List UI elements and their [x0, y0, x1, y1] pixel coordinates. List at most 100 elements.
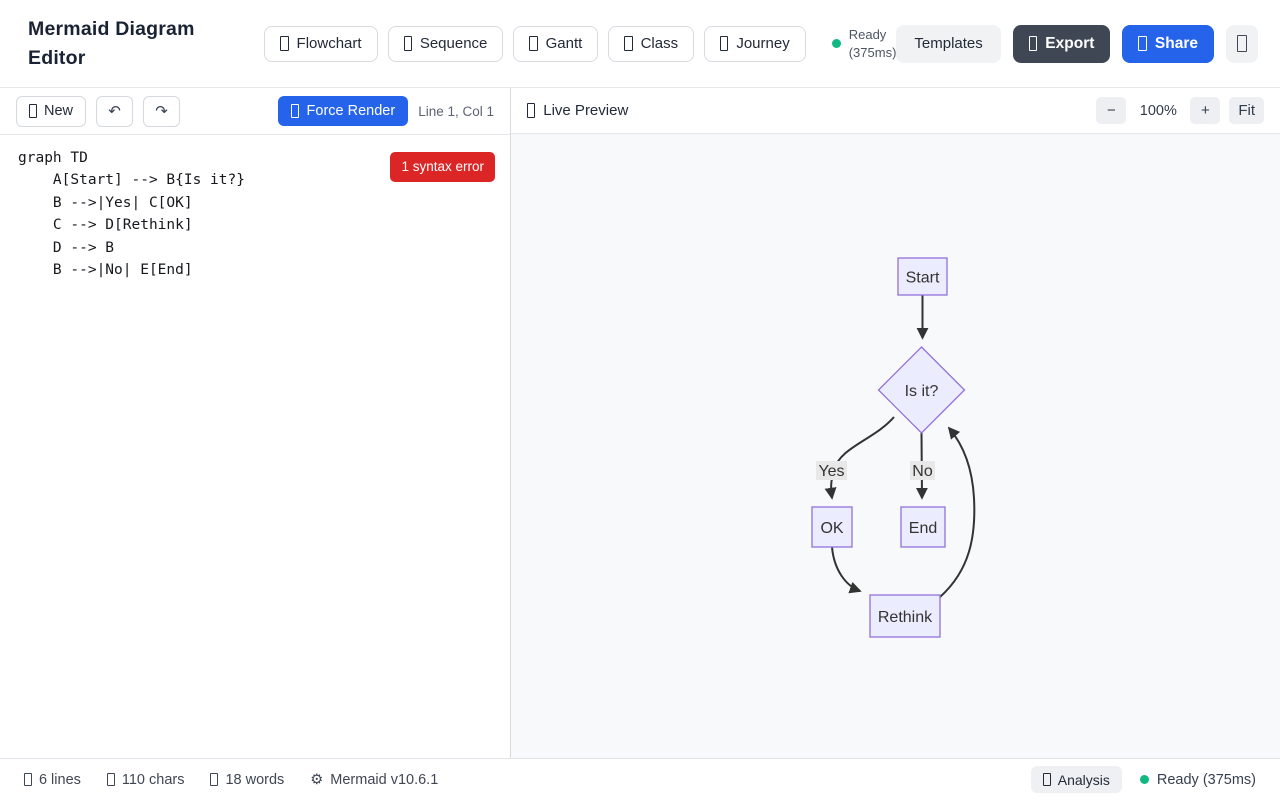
theme-toggle-button[interactable]: [1226, 24, 1258, 63]
main-split: New ↶ ↷ Force Render Line 1, Col 1 graph…: [0, 88, 1280, 758]
analysis-button[interactable]: Analysis: [1031, 766, 1122, 793]
journey-icon: [720, 36, 729, 51]
code-line: B -->|Yes| C[OK]: [18, 194, 193, 211]
sequence-icon: [403, 36, 412, 51]
syntax-error-badge: 1 syntax error: [390, 152, 495, 183]
gantt-icon: [529, 36, 538, 51]
preview-pane: Live Preview − 100% + Fit: [511, 88, 1280, 758]
edge-ok-to-rethink: [831, 546, 862, 594]
app-title: Mermaid Diagram Editor: [28, 18, 195, 69]
code-line: graph TD: [18, 150, 88, 166]
gantt-button[interactable]: Gantt: [513, 25, 599, 62]
export-icon: [1028, 36, 1038, 51]
class-button[interactable]: Class: [608, 25, 695, 62]
zoom-in-button[interactable]: +: [1190, 97, 1221, 124]
edge-label-bg-yes: [816, 461, 847, 480]
export-button-label: Export: [1045, 34, 1095, 52]
analysis-button-label: Analysis: [1057, 771, 1110, 788]
export-button[interactable]: Export: [1012, 24, 1111, 63]
stat-lines-label: 6 lines: [38, 771, 81, 788]
node-ok-label: OK: [820, 520, 843, 537]
gantt-button-label: Gantt: [545, 35, 583, 52]
flowchart-button-label: Flowchart: [296, 35, 362, 52]
node-start-label: Start: [906, 270, 940, 287]
force-render-button[interactable]: Force Render: [277, 96, 409, 126]
edge-isit-to-ok: [824, 416, 895, 500]
status-text-line1: Ready: [848, 26, 887, 42]
diagram-edges: [824, 295, 976, 598]
stat-words: 18 words: [210, 772, 284, 788]
status-dot: [831, 39, 841, 48]
code-line: A[Start] --> B{Is it?}: [18, 172, 245, 189]
code-line: D --> B: [18, 239, 115, 256]
preview-canvas[interactable]: Yes No Start Is it? OK End Rethink: [511, 134, 1280, 758]
class-icon: [624, 36, 633, 51]
mermaid-version-label: Mermaid v10.6.1: [330, 771, 439, 788]
mermaid-diagram: Yes No Start Is it? OK End Rethink: [811, 257, 976, 638]
class-button-label: Class: [640, 35, 679, 52]
flowchart-button[interactable]: Flowchart: [264, 25, 378, 62]
header-actions: Templates Export Share: [896, 24, 1258, 63]
zoom-controls: − 100% + Fit: [1096, 97, 1264, 124]
edge-label-no: No: [912, 463, 933, 480]
status-bar: 6 lines 110 chars 18 words ⚙ Mermaid v10…: [0, 758, 1280, 800]
mermaid-version: ⚙ Mermaid v10.6.1: [310, 772, 438, 788]
cursor-position: Line 1, Col 1: [418, 103, 494, 119]
node-isit-label: Is it?: [905, 383, 939, 400]
stat-chars-label: 110 chars: [121, 771, 185, 788]
share-button[interactable]: Share: [1122, 24, 1214, 63]
diagram-type-nav: Flowchart Sequence Gantt Class Journey: [264, 25, 806, 62]
chars-icon: [106, 772, 115, 787]
redo-button[interactable]: ↷: [142, 95, 180, 127]
preview-title-label: Live Preview: [543, 102, 629, 119]
node-end: [900, 506, 946, 548]
code-line: C --> D[Rethink]: [18, 217, 193, 234]
code-editor[interactable]: graph TD A[Start] --> B{Is it?} B -->|Ye…: [0, 135, 510, 758]
footer-ready-status: Ready (375ms): [1139, 771, 1256, 788]
gear-icon: ⚙: [310, 771, 324, 788]
share-icon: [1138, 36, 1147, 51]
live-preview-icon: [527, 103, 536, 118]
node-ok: [811, 506, 853, 548]
preview-title: Live Preview: [527, 102, 628, 119]
footer-right: Analysis Ready (375ms): [1031, 766, 1256, 793]
edge-rethink-to-isit: [939, 426, 976, 598]
node-end-label: End: [909, 520, 937, 537]
diagram-nodes: Start Is it? OK End Rethink: [811, 257, 966, 638]
edge-label-yes: Yes: [818, 463, 844, 480]
code-line: B -->|No| E[End]: [18, 262, 193, 279]
theme-icon: [1237, 34, 1247, 53]
undo-icon: ↶: [108, 103, 121, 120]
node-rethink: [869, 594, 941, 638]
force-render-icon: [290, 104, 299, 118]
force-render-label: Force Render: [306, 103, 396, 119]
flowchart-icon: [280, 36, 289, 51]
lines-icon: [24, 772, 32, 787]
redo-icon: ↷: [155, 103, 168, 120]
footer-status-dot: [1139, 775, 1149, 784]
sequence-button-label: Sequence: [419, 35, 488, 52]
new-file-icon: [29, 104, 37, 118]
footer-status-label: Ready (375ms): [1156, 771, 1256, 788]
sequence-button[interactable]: Sequence: [387, 25, 504, 62]
stat-chars: 110 chars: [106, 771, 185, 788]
analysis-icon: [1043, 772, 1051, 787]
templates-button[interactable]: Templates: [896, 24, 1001, 63]
share-button-label: Share: [1154, 34, 1198, 52]
editor-pane: New ↶ ↷ Force Render Line 1, Col 1 graph…: [0, 88, 511, 758]
status-text-line2: (375ms): [848, 44, 897, 60]
render-status: Ready (375ms): [831, 26, 897, 61]
new-button-label: New: [43, 103, 73, 119]
journey-button-label: Journey: [736, 35, 790, 52]
node-isit-diamond: [877, 346, 966, 434]
status-text: Ready (375ms): [849, 26, 897, 61]
undo-button[interactable]: ↶: [95, 95, 133, 127]
journey-button[interactable]: Journey: [704, 25, 806, 62]
stat-lines: 6 lines: [24, 772, 81, 788]
edge-label-bg-no: [910, 461, 935, 480]
fit-button[interactable]: Fit: [1229, 97, 1264, 124]
diagram-edge-labels: Yes No: [816, 461, 935, 480]
zoom-out-button[interactable]: −: [1096, 97, 1127, 124]
node-start: [897, 257, 948, 296]
new-button[interactable]: New: [16, 95, 86, 127]
